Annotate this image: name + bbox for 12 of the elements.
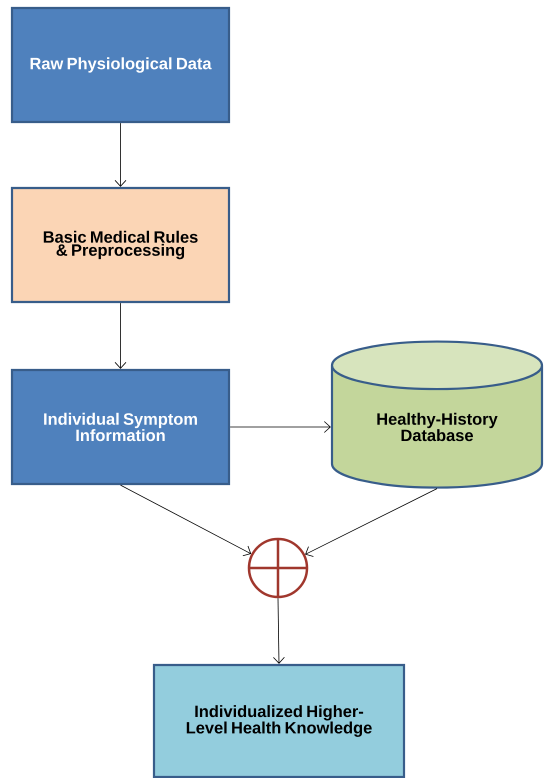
sum-junction-symbol — [248, 538, 308, 598]
result-box: Individualized Higher-Level Health Knowledge — [152, 664, 406, 778]
arrow — [114, 302, 126, 369]
process-box: Individual Symptom Information — [10, 368, 230, 486]
arrow — [120, 484, 252, 556]
process-box: Raw Physiological Data — [10, 6, 230, 124]
arrow — [230, 421, 331, 433]
arrow — [114, 122, 126, 187]
arrow — [305, 488, 438, 557]
database-cylinder: Healthy-History Database — [330, 340, 544, 489]
process-box: Basic Medical Rules & Preprocessing — [10, 186, 230, 304]
arrow — [273, 598, 285, 664]
